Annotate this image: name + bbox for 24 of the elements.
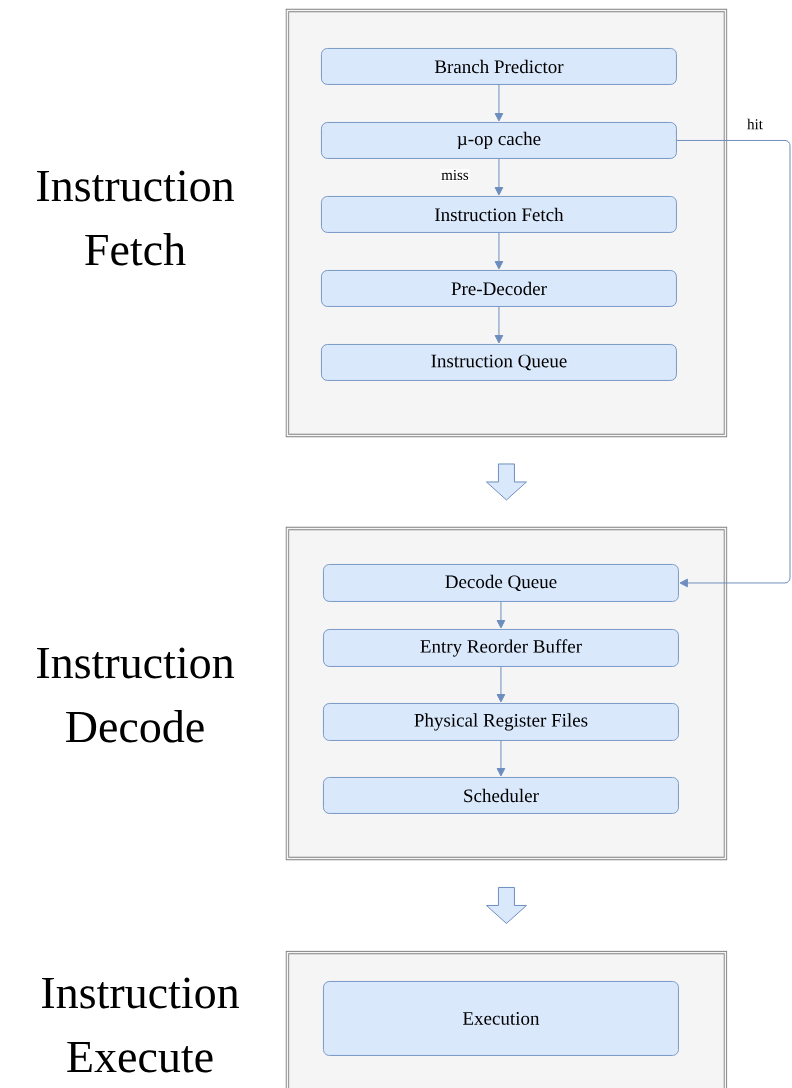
arrow: [494, 84, 504, 122]
arrow: [494, 158, 504, 196]
process-box: Instruction Queue: [321, 344, 677, 381]
process-box: Entry Reorder Buffer: [323, 629, 679, 667]
edge-label: hit: [746, 117, 764, 131]
node-label: Instruction Decode: [37, 647, 234, 743]
process-box: Execution: [323, 981, 679, 1056]
block-arrow: [485, 463, 527, 501]
process-box: Scheduler: [323, 777, 679, 814]
arrow: [494, 306, 504, 344]
process-box: Decode Queue: [323, 564, 679, 602]
arrow: [496, 601, 506, 629]
node-label: Instruction Execute: [42, 977, 239, 1073]
process-box: Physical Register Files: [323, 703, 679, 741]
process-box: Instruction Fetch: [321, 196, 677, 233]
node-label: Instruction Fetch: [37, 170, 234, 266]
arrow: [494, 232, 504, 270]
process-box: Pre-Decoder: [321, 270, 677, 307]
block-arrow: [485, 886, 527, 924]
process-box: µ-op cache: [321, 122, 677, 159]
arrow: [496, 740, 506, 777]
process-box: Branch Predictor: [321, 48, 677, 85]
arrow: [496, 666, 506, 703]
arrow: [676, 139, 791, 588]
